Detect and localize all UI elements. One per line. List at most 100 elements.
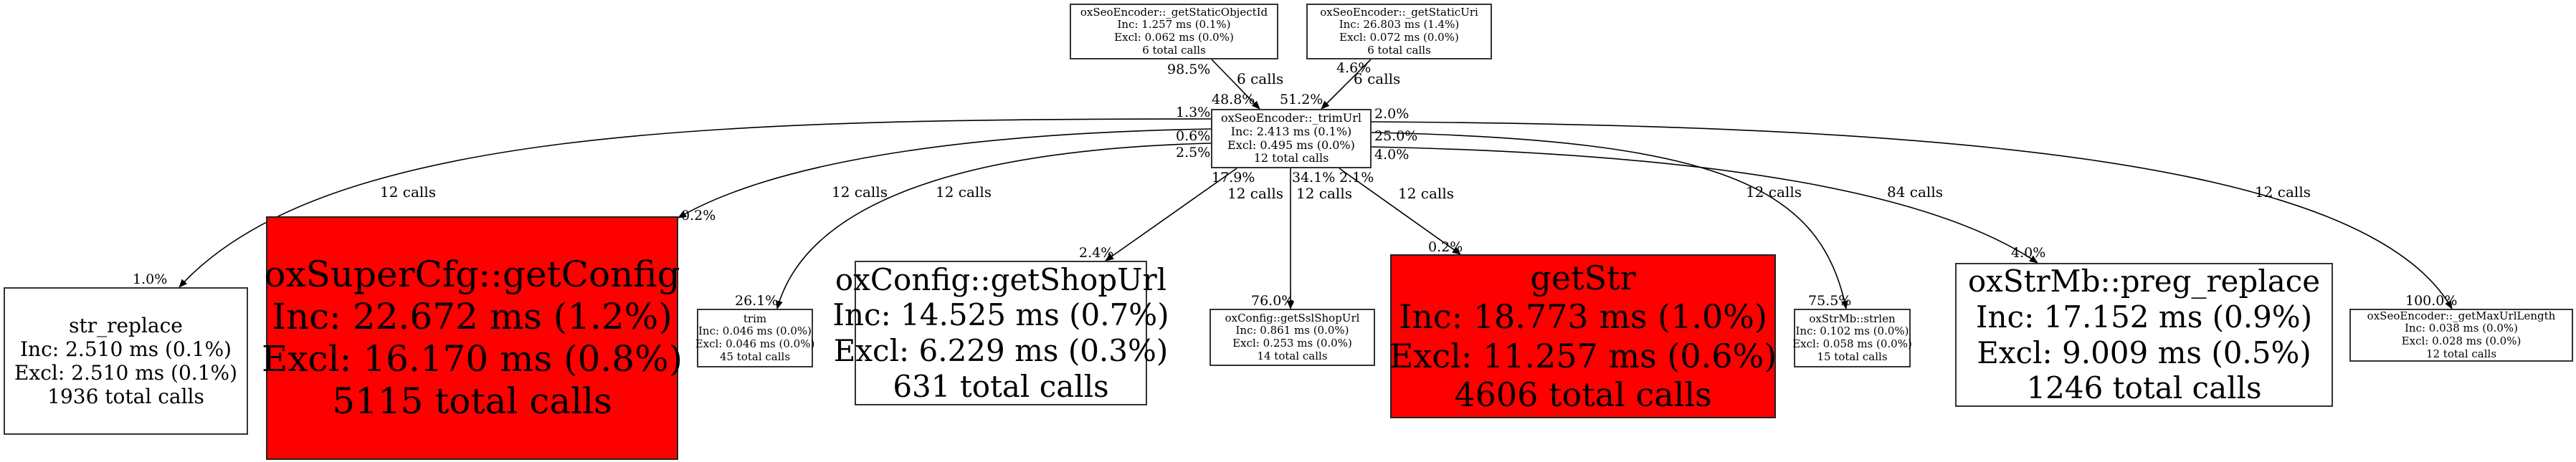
edge-9-tail: 4.0% (1374, 147, 1410, 163)
edge-5-head: 2.4% (1079, 245, 1114, 261)
node-excl: Excl: 16.170 ms (0.8%) (261, 338, 683, 380)
edge-2-head: 1.0% (133, 271, 168, 287)
edge-8-tail: 25.0% (1374, 128, 1418, 144)
edge-6-calls: 12 calls (1296, 185, 1352, 202)
edge-1-head: 51.2% (1280, 92, 1323, 107)
edge-9 (1371, 146, 2038, 264)
node-excl: Excl: 0.253 ms (0.0%) (1232, 337, 1352, 350)
node-calls: 6 total calls (1367, 43, 1431, 57)
edge-4 (776, 143, 1212, 309)
node-inc: Inc: 0.102 ms (0.0%) (1795, 324, 1909, 338)
edge-3-head: 0.2% (681, 208, 716, 223)
edge-5 (1105, 168, 1237, 261)
node-calls: 12 total calls (2425, 347, 2497, 360)
node-excl: Excl: 9.009 ms (0.5%) (1977, 335, 2311, 370)
node-name: str_replace (69, 313, 183, 337)
node-name: oxStrMb::strlen (1809, 312, 1896, 325)
node-excl: Excl: 6.229 ms (0.3%) (833, 333, 1169, 368)
edge-1-calls: 6 calls (1354, 70, 1401, 87)
node-calls: 12 total calls (1253, 151, 1329, 165)
edge-8 (1371, 132, 1848, 309)
node-inc: Inc: 1.257 ms (0.1%) (1117, 18, 1231, 32)
edge-10 (1371, 121, 2453, 309)
node-calls: 15 total calls (1817, 350, 1888, 363)
node-name: oxSeoEncoder::_getMaxUrlLength (2367, 309, 2556, 322)
node-excl: Excl: 11.257 ms (0.6%) (1389, 336, 1777, 375)
edge-0-tail: 98.5% (1167, 62, 1211, 77)
edge-2-tail: 1.3% (1176, 105, 1211, 120)
edge-0-head: 48.8% (1212, 92, 1255, 107)
node-excl: Excl: 0.062 ms (0.0%) (1114, 31, 1234, 44)
node-name: trim (743, 312, 767, 325)
edge-7-calls: 12 calls (1398, 185, 1454, 202)
edge-9-head: 4.0% (2011, 245, 2046, 261)
node-calls: 631 total calls (893, 368, 1109, 404)
node-name: oxConfig::getSslShopUrl (1225, 311, 1360, 324)
edge-6-tail: 34.1% (1292, 170, 1336, 186)
edge-7-tail: 2.1% (1339, 170, 1374, 186)
edge-4-calls: 12 calls (936, 183, 992, 201)
edge-10-tail: 2.0% (1374, 106, 1410, 122)
node-name: getStr (1530, 258, 1636, 297)
node-calls: 6 total calls (1142, 43, 1206, 57)
node-inc: Inc: 17.152 ms (0.9%) (1975, 299, 2313, 335)
node-inc: Inc: 18.773 ms (1.0%) (1399, 297, 1767, 337)
edge-0 (1211, 59, 1260, 110)
node-excl: Excl: 0.058 ms (0.0%) (1792, 337, 1912, 350)
edge-1 (1321, 59, 1372, 110)
edge-8-calls: 12 calls (1746, 183, 1802, 201)
node-inc: Inc: 26.803 ms (1.4%) (1339, 18, 1460, 32)
node-name: oxSeoEncoder::_getStaticUri (1320, 5, 1478, 19)
node-name: oxConfig::getShopUrl (835, 261, 1167, 297)
edge-7 (1339, 168, 1461, 255)
edge-2 (179, 118, 1212, 288)
edge-8-head: 75.5% (1808, 293, 1852, 309)
edge-3-tail: 0.6% (1176, 128, 1211, 144)
edge-3 (678, 128, 1212, 218)
edge-1-tail: 4.6% (1336, 60, 1372, 76)
node-calls: 4606 total calls (1454, 375, 1712, 414)
node-calls: 1936 total calls (47, 385, 204, 409)
node-name: oxStrMb::preg_replace (1967, 264, 2321, 299)
edge-10-head: 100.0% (2405, 293, 2458, 309)
edge-5-tail: 17.9% (1212, 170, 1255, 186)
node-inc: Inc: 2.510 ms (0.1%) (20, 337, 232, 361)
node-inc: Inc: 14.525 ms (0.7%) (832, 297, 1169, 333)
node-calls: 45 total calls (719, 350, 791, 363)
node-inc: Inc: 22.672 ms (1.2%) (272, 296, 672, 337)
node-inc: Inc: 0.038 ms (0.0%) (2404, 322, 2519, 335)
node-excl: Excl: 0.046 ms (0.0%) (695, 337, 815, 350)
node-excl: Excl: 2.510 ms (0.1%) (14, 361, 238, 385)
node-name: oxSeoEncoder::_trimUrl (1220, 110, 1362, 125)
edge-2-calls: 12 calls (380, 183, 436, 201)
edge-4-tail: 2.5% (1176, 145, 1211, 160)
node-name: oxSuperCfg::getConfig (264, 254, 680, 295)
node-inc: Inc: 0.861 ms (0.0%) (1235, 324, 1349, 337)
node-excl: Excl: 0.495 ms (0.0%) (1227, 138, 1355, 152)
edge-6-head: 76.0% (1251, 293, 1295, 309)
edge-3-calls: 12 calls (832, 183, 888, 201)
edge-10-calls: 12 calls (2255, 183, 2311, 201)
node-calls: 5115 total calls (332, 380, 612, 422)
node-calls: 14 total calls (1257, 349, 1328, 362)
node-inc: Inc: 2.413 ms (0.1%) (1230, 124, 1352, 138)
edge-7-head: 0.2% (1428, 239, 1463, 255)
node-calls: 1246 total calls (2026, 370, 2262, 406)
edge-0-calls: 6 calls (1237, 70, 1284, 87)
node-name: oxSeoEncoder::_getStaticObjectId (1080, 5, 1268, 19)
node-excl: Excl: 0.028 ms (0.0%) (2401, 335, 2522, 347)
